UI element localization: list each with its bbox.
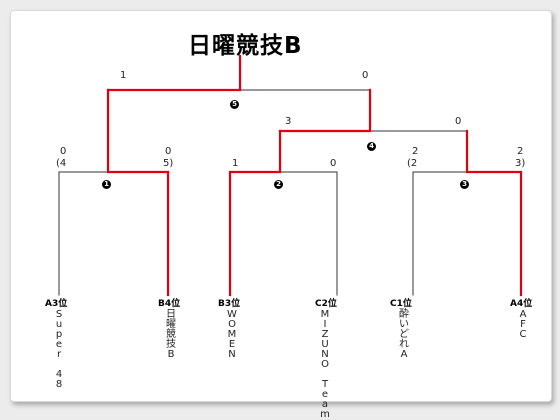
- bracket-line-m2-left-win: [228, 129, 282, 297]
- match1-left-pk: (4: [56, 158, 67, 169]
- match3-left-score: 2: [412, 146, 419, 157]
- bracket-line-m3-right-win: [465, 129, 523, 297]
- match3-left-pk: (2: [407, 158, 418, 169]
- team-4-seed: C2位: [315, 299, 337, 309]
- bracket-line-m3-left-stem: [412, 171, 468, 296]
- final-left-score: 1: [120, 70, 127, 81]
- match3-right-pk: 3): [515, 158, 526, 169]
- bracket-card: [10, 10, 552, 402]
- team-2-name: 日 曜 競 技 B: [166, 309, 176, 360]
- bracket-line-final-left-win: [106, 54, 242, 92]
- match4-right-score: 0: [455, 116, 462, 127]
- team-3-name: W O M E N: [227, 309, 237, 360]
- team-1-name: S u p e r 4 8: [55, 309, 63, 390]
- match1-right-score: 0: [165, 146, 172, 157]
- match3-right-score: 2: [517, 146, 524, 157]
- bracket-title: 日曜競技B: [188, 33, 303, 59]
- team-1-seed: A3位: [45, 299, 68, 309]
- match4-left-score: 3: [285, 116, 292, 127]
- match2-left-score: 1: [232, 158, 239, 169]
- match-number-4: 4: [367, 142, 376, 151]
- final-right-score: 0: [362, 70, 369, 81]
- match1-left-score: 0: [60, 146, 67, 157]
- team-6-name: A F C: [519, 309, 527, 340]
- match2-right-score: 0: [330, 158, 337, 169]
- bracket-line-m2-right-stem: [279, 171, 338, 296]
- team-5-name: 酔 い ど れ A: [399, 309, 409, 360]
- team-5-seed: C1位: [390, 299, 412, 309]
- match-number-2: 2: [274, 180, 283, 189]
- bracket-line-m1-left-stem: [58, 171, 109, 296]
- match-number-1: 1: [102, 180, 111, 189]
- match-number-3: 3: [460, 180, 469, 189]
- team-3-seed: B3位: [218, 299, 241, 309]
- team-2-seed: B4位: [158, 299, 181, 309]
- team-4-name: M I Z U N O T e a m: [320, 309, 330, 420]
- match1-right-pk: 5): [163, 158, 174, 169]
- bracket-line-m1-right-win: [106, 88, 170, 297]
- bracket-line-m4-left-win: [278, 88, 372, 133]
- match-number-5: 5: [230, 100, 239, 109]
- team-6-seed: A4位: [510, 299, 533, 309]
